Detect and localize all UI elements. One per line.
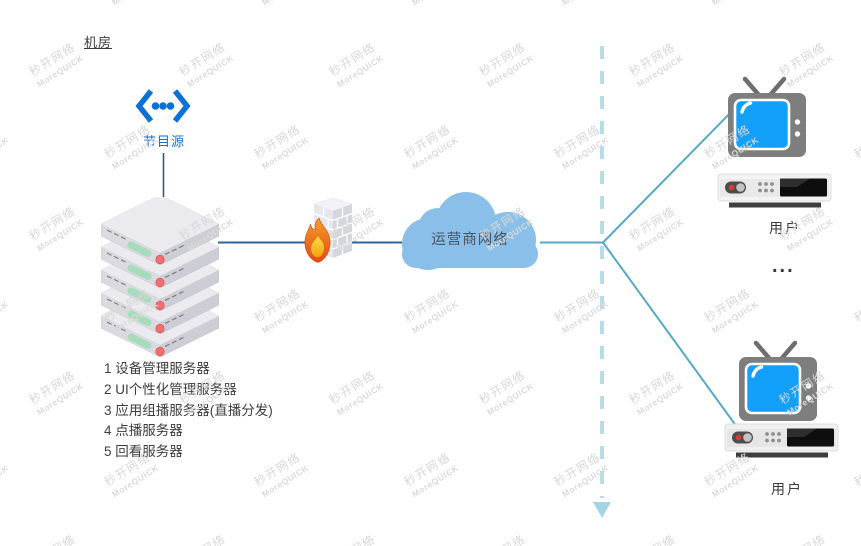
room-label: 机房 [84, 35, 113, 50]
firewall-icon [304, 197, 353, 263]
tv-icon [739, 340, 817, 421]
server-list-item: 5 回看服务器 [104, 444, 183, 460]
user-label-top: 用户 [769, 220, 801, 236]
set-top-box-icon [724, 423, 839, 458]
server-list-item: 1 设备管理服务器 [104, 361, 210, 376]
cloud-label: 运营商网络 [431, 232, 509, 248]
tv-icon [728, 76, 806, 157]
server-stack-icon [101, 197, 219, 357]
server-list-item: 4 点播服务器 [104, 423, 183, 439]
server-list-item: 2 UI个性化管理服务器 [104, 381, 237, 397]
set-top-box-icon [717, 173, 832, 208]
user-label-bottom: 用户 [771, 481, 803, 497]
cloud-icon [402, 192, 538, 270]
connector-branch-to-user-bottom [602, 241, 743, 435]
users-ellipsis: ... [772, 255, 795, 277]
server-list-item: 3 应用组播服务器(直播分发) [104, 402, 273, 418]
server-list: 1 设备管理服务器 2 UI个性化管理服务器 3 应用组播服务器(直播分发) 4… [104, 359, 273, 463]
program-source-label: 节目源 [142, 134, 185, 149]
code-brackets-icon [135, 89, 191, 123]
connector-branch-to-user-top [602, 100, 743, 244]
arrow-down-icon [593, 502, 611, 518]
